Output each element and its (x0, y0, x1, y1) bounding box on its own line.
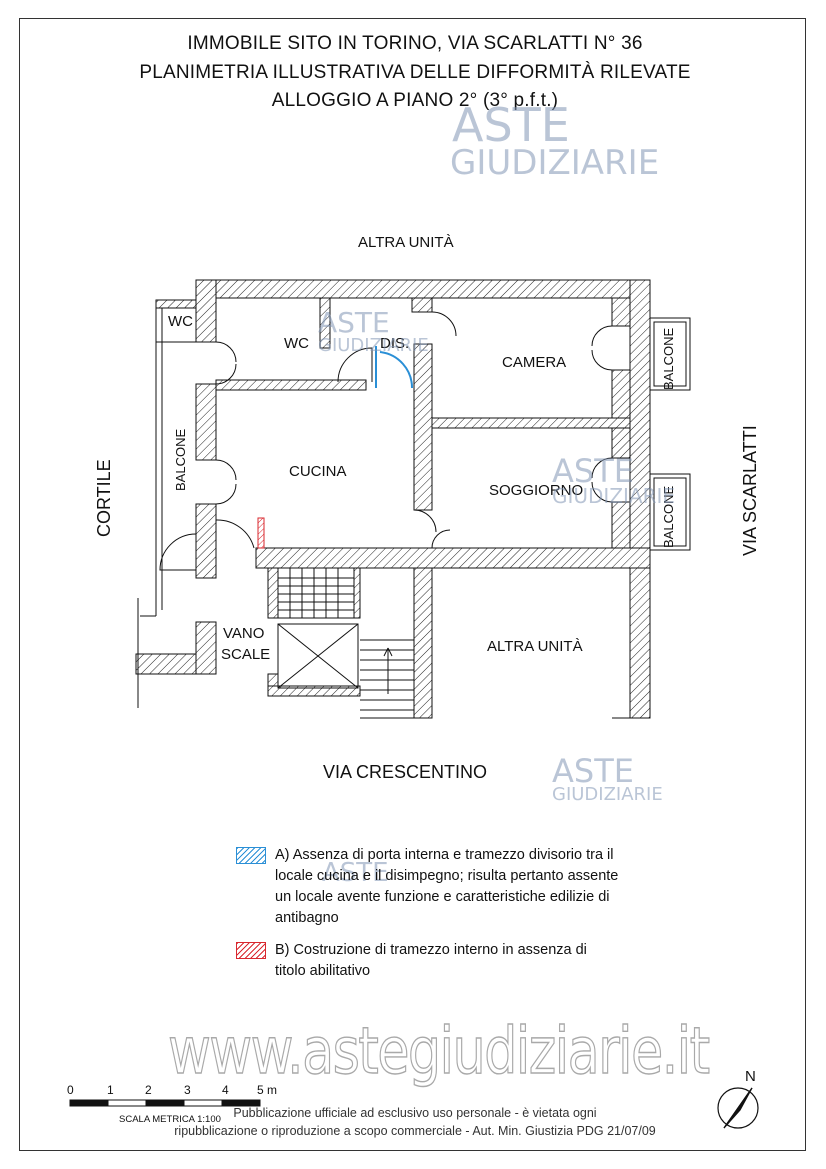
label-scale: SCALE (221, 646, 271, 663)
legend-swatch-a (236, 847, 266, 864)
door-camera-balcone (591, 325, 613, 371)
door-cucina-cortile (159, 533, 197, 571)
label-vano: VANO (223, 625, 265, 642)
balcone-right-top-inner (653, 321, 687, 387)
watermark-brand-bottom-4: GIUDIZIARIE (552, 784, 663, 805)
label-via-scarlatti: VIA SCARLATTI (740, 425, 760, 556)
difference-a-blue (375, 346, 414, 389)
watermark-brand-bottom-1: GIUDIZIARIE (450, 143, 660, 183)
wall-top (195, 279, 651, 299)
wall-sogg-right-low (611, 501, 631, 549)
elevator-x2 (277, 623, 359, 689)
label-balcone-right-top: BALCONE (661, 327, 676, 390)
watermark-brand-top-2: ASTE (318, 306, 390, 339)
label-cortile: CORTILE (94, 459, 114, 537)
wall-left-upper (195, 279, 217, 343)
scale-tick-0: 0 (67, 1083, 74, 1097)
legend-swatch-b (236, 942, 266, 959)
balcone-right-bottom-inner (653, 477, 687, 547)
door-soggiorno (413, 509, 451, 549)
wall-cortile-post (195, 621, 217, 675)
label-altra-unita-top: ALTRA UNITÀ (358, 234, 454, 251)
footer-line-2: ripubblicazione o riproduzione a scopo c… (174, 1124, 656, 1138)
wall-stair-center (353, 567, 361, 619)
title-line-1: IMMOBILE SITO IN TORINO, VIA SCARLATTI N… (187, 33, 643, 54)
label-cucina: CUCINA (289, 463, 347, 480)
wall-wc-dis (319, 297, 331, 349)
drawing-frame (19, 18, 806, 1151)
label-camera: CAMERA (502, 354, 567, 371)
elevator-box (277, 623, 359, 689)
door-swings (159, 311, 613, 571)
label-via-crescentino: VIA CRESCENTINO (323, 762, 488, 782)
walls (135, 279, 651, 719)
scale-tick-2: 2 (145, 1083, 152, 1097)
door-balcone-left-2 (215, 459, 237, 505)
door-balcone-left-1 (215, 341, 237, 385)
wall-center-vertical-low (413, 547, 433, 719)
watermark-brand-top-3: ASTE (552, 452, 634, 490)
legend-text-b: B) Costruzione di tramezzo interno in as… (275, 942, 587, 979)
balcone-right-top-box (649, 317, 691, 391)
wall-camera-right (611, 297, 631, 327)
wall-stair-bottom (267, 685, 361, 697)
scale-tick-1: 1 (107, 1083, 114, 1097)
title-line-3: ALLOGGIO A PIANO 2° (3° p.f.t.) (271, 90, 559, 111)
watermark-brand-top-5: ASTE (322, 858, 389, 888)
label-dis: DIS. (380, 335, 410, 352)
wall-stair-left-top (267, 567, 279, 619)
scale-tick-4: 4 (222, 1083, 229, 1097)
wall-camera-right-low (611, 369, 631, 419)
wall-left-mid (195, 383, 217, 461)
watermark-brand-top-4: ASTE (552, 752, 634, 790)
watermark-brand-bottom-3: GIUDIZIARIE (552, 484, 676, 508)
footer-line-1: Pubblicazione ufficiale ad esclusivo uso… (233, 1106, 597, 1120)
wall-sogg-right (611, 427, 631, 459)
label-wc-outer: WC (168, 313, 193, 330)
wall-wc-cucina (215, 379, 367, 391)
label-balcone-left: BALCONE (173, 428, 188, 491)
legend-text-a: A) Assenza di porta interna e tramezzo d… (275, 847, 619, 926)
door-wc (337, 347, 373, 383)
wall-left-low (195, 503, 217, 579)
scale-tick-5: 5 m (257, 1083, 278, 1097)
balcone-right-bottom-box (649, 473, 691, 551)
stair-treads (278, 568, 414, 711)
wall-wc-outer (155, 299, 197, 309)
wall-center-vertical (413, 343, 433, 511)
watermark-brand-bottom-2: GIUDIZIARIE (318, 335, 429, 356)
wall-camera-soggiorno (431, 417, 631, 429)
watermark-brand-top-1: ASTE (452, 98, 570, 152)
north-label: N (745, 1068, 756, 1085)
door-dis (414, 311, 457, 337)
watermark-url: www.astegiudiziarie.it (167, 1014, 710, 1089)
wall-bottom (255, 547, 651, 569)
door-cucina-scale (215, 519, 255, 549)
stair-arrow-h2 (387, 647, 393, 657)
label-altra-unita-bottom: ALTRA UNITÀ (487, 638, 583, 655)
difference-b-red (257, 517, 265, 549)
scale-tick-3: 3 (184, 1083, 191, 1097)
label-wc: WC (284, 335, 309, 352)
thin-lines (137, 299, 691, 719)
wall-notch (411, 297, 433, 313)
scale-bar (69, 1099, 261, 1107)
scale-label: SCALA METRICA 1:100 (119, 1114, 221, 1125)
stair-arrow-h1 (383, 647, 389, 657)
title-line-2: PLANIMETRIA ILLUSTRATIVA DELLE DIFFORMIT… (139, 62, 691, 83)
north-arrow (717, 1087, 759, 1129)
label-soggiorno: SOGGIORNO (489, 482, 584, 499)
door-sogg-balcone (591, 457, 613, 503)
